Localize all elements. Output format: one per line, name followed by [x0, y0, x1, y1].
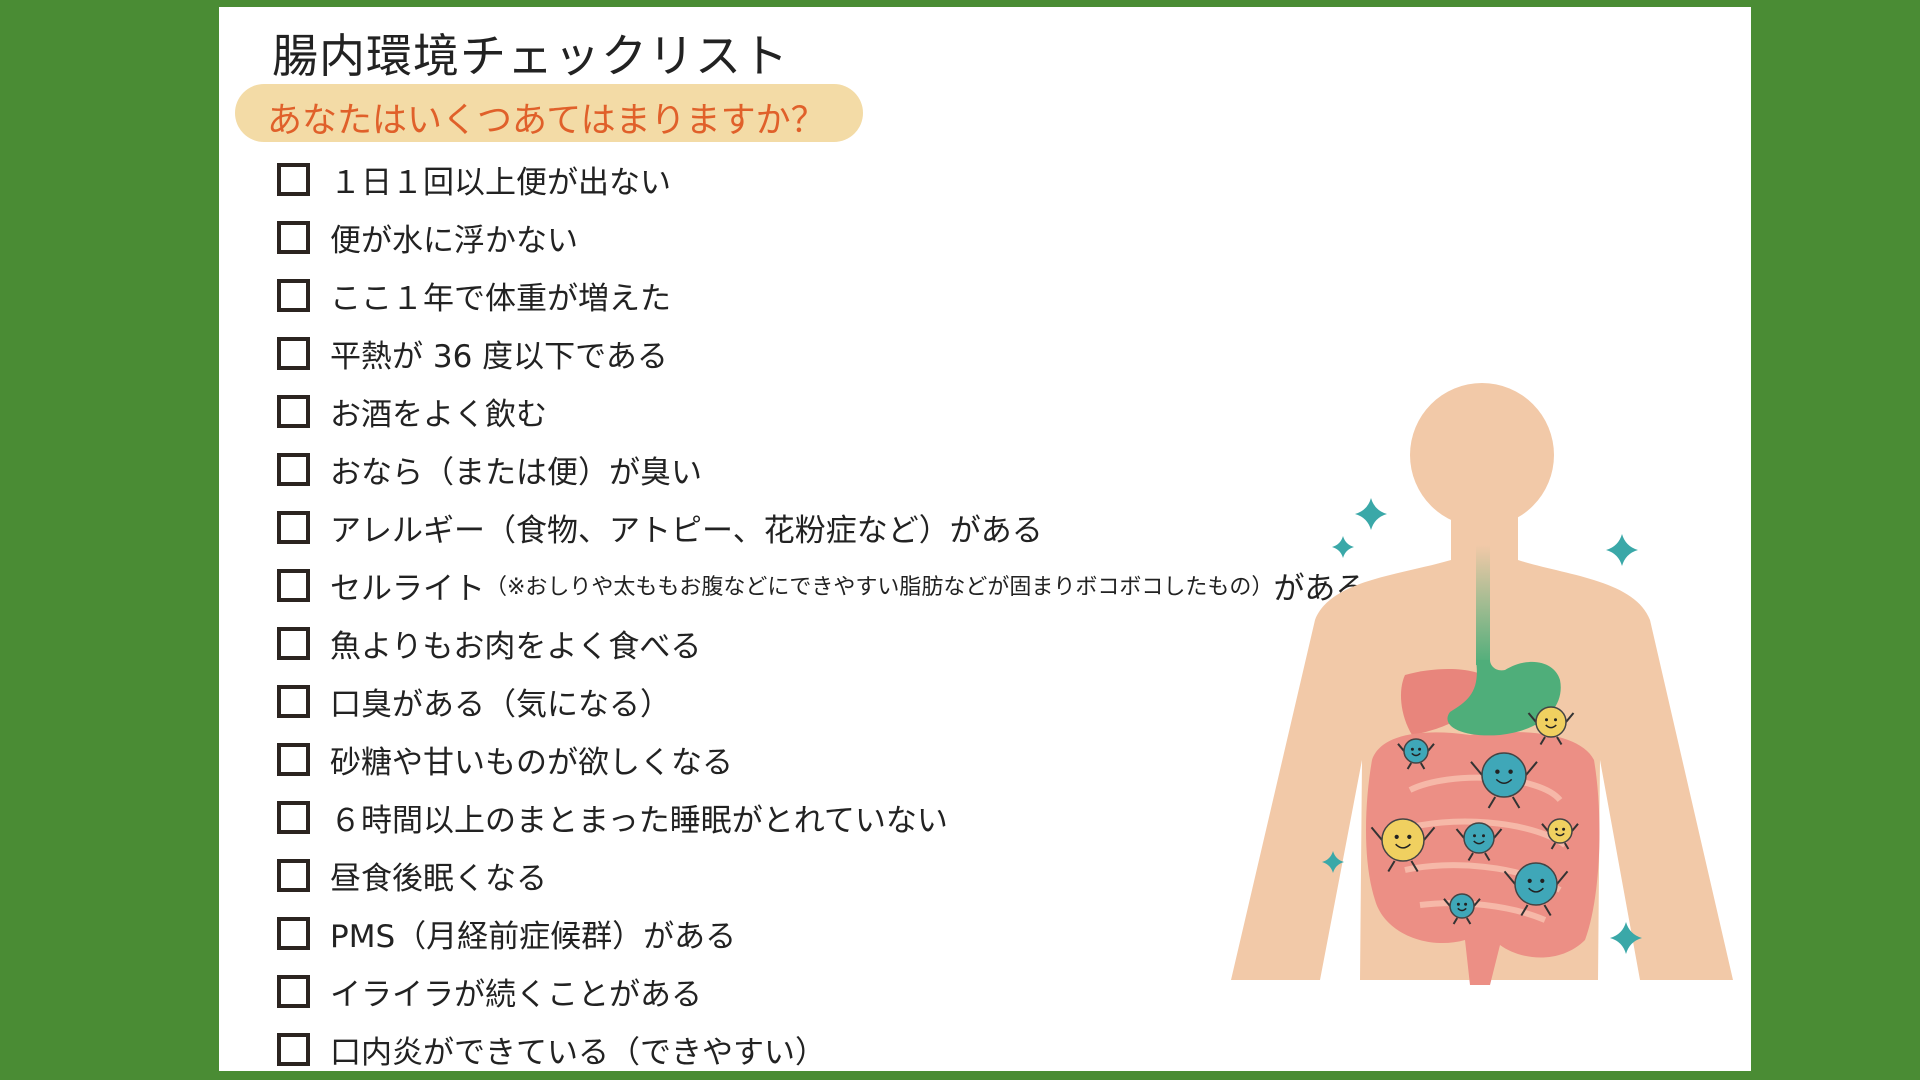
item-label: 平熱が 36 度以下である	[330, 338, 668, 375]
subtitle-banner: あなたはいくつあてはまりますか？	[235, 84, 863, 142]
esophagus	[1476, 545, 1490, 665]
checklist-item: ここ１年で体重が増えた	[277, 266, 1366, 324]
checklist-item: 口臭がある（気になる）	[277, 672, 1366, 730]
checklist-item: ６時間以上のまとまった睡眠がとれていない	[277, 788, 1366, 846]
checklist-item: セルライト（※おしりや太ももお腹などにできやすい脂肪などが固まりボコボコしたもの…	[277, 556, 1366, 614]
item-label: イライラが続くことがある	[330, 976, 702, 1013]
checklist-item: 平熱が 36 度以下である	[277, 324, 1366, 382]
checklist-item: アレルギー（食物、アトピー、花粉症など）がある	[277, 498, 1366, 556]
item-label: 魚よりもお肉をよく食べる	[330, 628, 702, 665]
checklist-item: おなら（または便）が臭い	[277, 440, 1366, 498]
item-label: 口内炎ができている（できやすい）	[330, 1034, 826, 1071]
item-label: PMS（月経前症候群）がある	[330, 918, 737, 955]
sparkle-icon	[1332, 536, 1354, 558]
bacteria-character	[1455, 822, 1503, 862]
bacteria-character	[1527, 706, 1575, 746]
item-label: 昼食後眠くなる	[330, 860, 547, 897]
checkbox[interactable]	[277, 220, 310, 254]
checklist-item: 便が水に浮かない	[277, 208, 1366, 266]
checkbox[interactable]	[277, 626, 310, 660]
checkbox[interactable]	[277, 1032, 310, 1066]
checkbox[interactable]	[277, 742, 310, 776]
sparkle-icon	[1606, 534, 1638, 566]
bacteria-character	[1397, 738, 1435, 770]
item-label: 砂糖や甘いものが欲しくなる	[330, 744, 733, 781]
sparkle-icon	[1610, 922, 1642, 954]
item-label: 便が水に浮かない	[330, 222, 578, 259]
checklist-item: 口内炎ができている（できやすい）	[277, 1020, 1366, 1078]
checkbox[interactable]	[277, 568, 310, 602]
bacteria-character	[1470, 752, 1538, 809]
sparkle-icon	[1355, 498, 1387, 530]
checklist-item: PMS（月経前症候群）がある	[277, 904, 1366, 962]
checkbox[interactable]	[277, 510, 310, 544]
checklist-item: 魚よりもお肉をよく食べる	[277, 614, 1366, 672]
checklist-item: １日１回以上便が出ない	[277, 150, 1366, 208]
checklist-item: 昼食後眠くなる	[277, 846, 1366, 904]
checkbox[interactable]	[277, 162, 310, 196]
subtitle-text: あなたはいくつあてはまりますか？	[267, 101, 826, 141]
checklist: １日１回以上便が出ない便が水に浮かないここ１年で体重が増えた平熱が 36 度以下…	[277, 150, 1366, 1078]
intestine	[1366, 731, 1600, 985]
bacteria-character	[1370, 818, 1436, 873]
item-label: 口臭がある（気になる）	[330, 686, 671, 723]
item-label: ６時間以上のまとまった睡眠がとれていない	[330, 802, 948, 839]
checkbox[interactable]	[277, 278, 310, 312]
checkbox[interactable]	[277, 974, 310, 1008]
checklist-item: イライラが続くことがある	[277, 962, 1366, 1020]
bacteria-character	[1541, 818, 1579, 850]
checkbox[interactable]	[277, 800, 310, 834]
sparkle-icon	[1322, 851, 1344, 873]
checkbox[interactable]	[277, 336, 310, 370]
checkbox[interactable]	[277, 452, 310, 486]
checklist-item: 砂糖や甘いものが欲しくなる	[277, 730, 1366, 788]
head	[1410, 383, 1554, 527]
liver	[1400, 668, 1490, 735]
item-label: おなら（または便）が臭い	[330, 454, 702, 491]
item-label: セルライト	[330, 570, 485, 607]
item-label: １日１回以上便が出ない	[330, 164, 671, 201]
bacteria-character	[1443, 893, 1481, 925]
checkbox[interactable]	[277, 858, 310, 892]
checkbox[interactable]	[277, 916, 310, 950]
item-note: （※おしりや太ももお腹などにできやすい脂肪などが固まりボコボコしたもの）	[485, 575, 1274, 600]
item-label: アレルギー（食物、アトピー、花粉症など）がある	[330, 512, 1043, 549]
item-label: お酒をよく飲む	[330, 396, 547, 433]
checkbox[interactable]	[277, 394, 310, 428]
page-title: 腸内環境チェックリスト	[272, 29, 789, 83]
checkbox[interactable]	[277, 684, 310, 718]
item-label: ここ１年で体重が増えた	[330, 280, 671, 317]
bacteria-character	[1503, 862, 1569, 917]
checklist-item: お酒をよく飲む	[277, 382, 1366, 440]
